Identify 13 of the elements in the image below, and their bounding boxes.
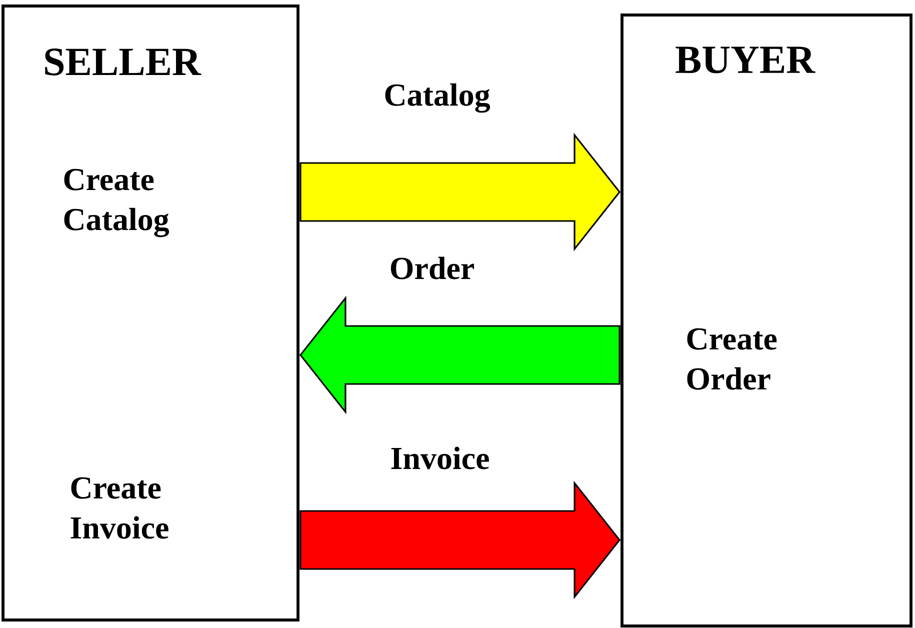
- step-text: Create Invoice: [70, 477, 168, 539]
- edge-label: Order: [388, 255, 476, 281]
- participant-box: [620, 14, 912, 628]
- step-text: Create Order: [687, 328, 777, 390]
- heading: BUYER: [676, 46, 816, 74]
- step-text: Create Catalog: [64, 168, 169, 238]
- block-arrow: [299, 296, 620, 414]
- block-arrow: [300, 132, 621, 252]
- heading: SELLER: [45, 48, 202, 76]
- participant-box: [2, 4, 300, 622]
- block-arrow: [300, 480, 621, 600]
- edge-label: Invoice: [388, 445, 492, 471]
- edge-label: Catalog: [382, 82, 492, 114]
